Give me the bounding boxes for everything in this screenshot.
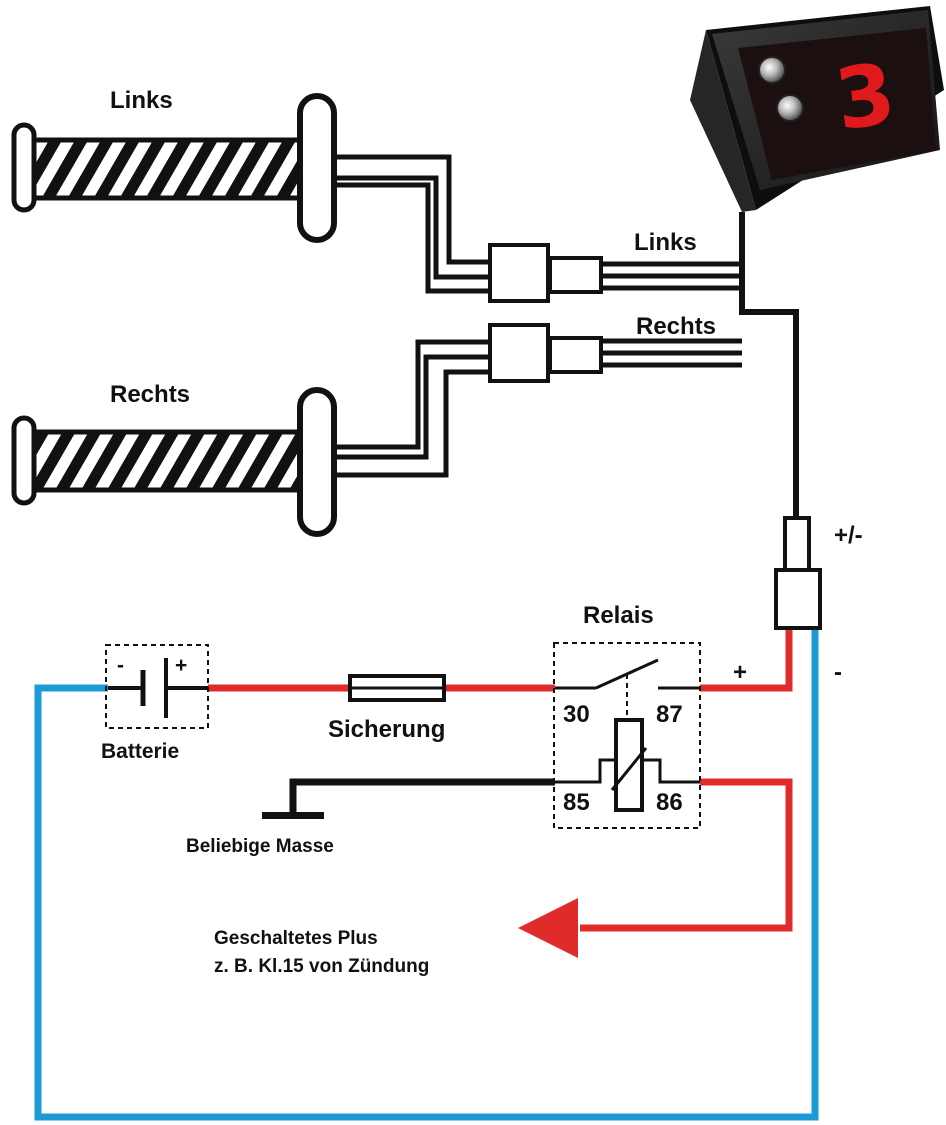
relay-outline	[553, 642, 701, 829]
battery-minus-label: -	[117, 654, 124, 677]
gear-digit: 3	[829, 44, 901, 149]
relay-87-output-wire	[700, 628, 793, 692]
screw-icon	[776, 94, 804, 122]
battery-symbol	[108, 658, 208, 718]
switched-plus-label-line2: z. B. Kl.15 von Zündung	[214, 956, 429, 977]
fuse-label: Sicherung	[328, 716, 445, 743]
battery-plus-label: +	[175, 654, 187, 677]
relay-pin-85-label: 85	[563, 789, 590, 816]
wire-right-label: Rechts	[636, 313, 716, 340]
left-cable-bundle	[330, 154, 742, 294]
relay-pin-30-label: 30	[563, 701, 590, 728]
plus-minus-label: +/-	[834, 522, 863, 549]
switched-plus-arrow	[518, 898, 578, 958]
gear-display: 3	[690, 6, 944, 212]
wire-left-label: Links	[634, 229, 697, 256]
right-cable-bundle	[330, 338, 742, 478]
grip-left-label: Links	[110, 87, 173, 114]
left-connector-male	[548, 256, 603, 294]
grip-right-label: Rechts	[110, 381, 190, 408]
right-grip	[11, 387, 337, 537]
relay-switch	[555, 658, 700, 720]
right-connector-male	[548, 336, 603, 374]
fuse-symbol	[348, 674, 446, 702]
relay-label: Relais	[583, 602, 654, 629]
output-minus-label: -	[834, 659, 842, 686]
right-connector-female	[488, 323, 550, 383]
negative-wire	[34, 628, 819, 1121]
display-power-cable	[739, 212, 799, 520]
battery-label: Batterie	[101, 740, 179, 763]
ground-symbol	[262, 812, 324, 819]
power-connector-female	[774, 568, 822, 630]
screw-icon	[758, 56, 786, 84]
relay-pin-86-label: 86	[656, 789, 683, 816]
ground-wire	[289, 778, 555, 812]
left-connector-female	[488, 243, 550, 303]
left-grip	[11, 93, 337, 243]
relay-coil	[555, 718, 700, 812]
output-plus-label: +	[733, 659, 747, 686]
relay-pin-87-label: 87	[656, 701, 683, 728]
switched-plus-label-line1: Geschaltetes Plus	[214, 928, 378, 949]
relay-86-trigger-wire	[580, 778, 793, 932]
battery-outline	[105, 644, 209, 729]
power-connector-male	[783, 516, 811, 572]
ground-label: Beliebige Masse	[186, 836, 334, 857]
